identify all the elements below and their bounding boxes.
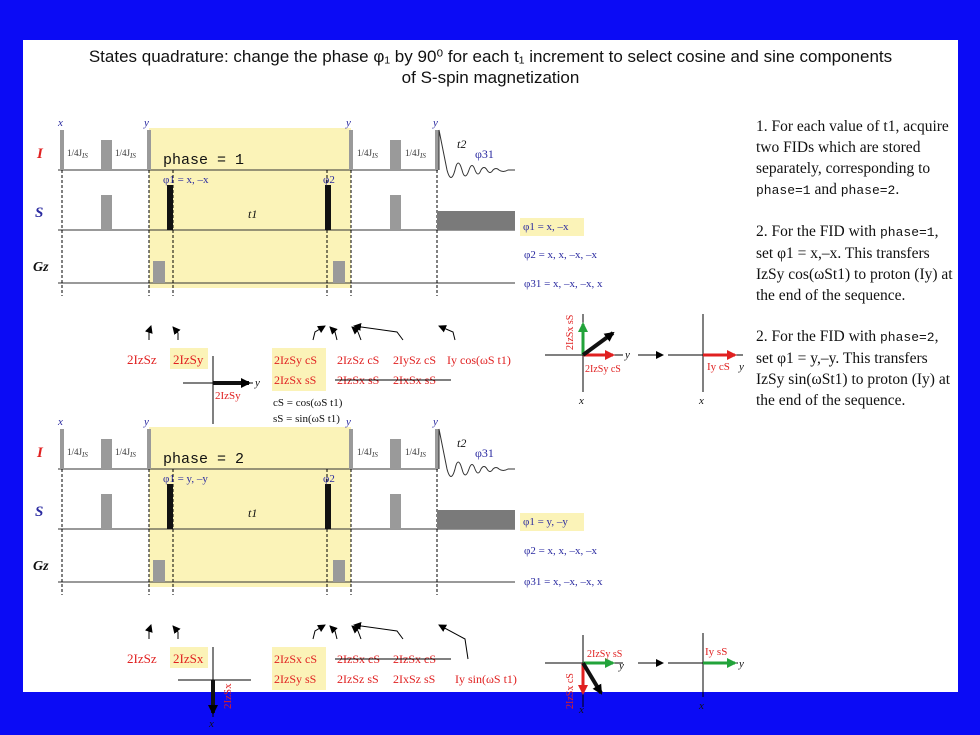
vector-diagram-after: y x Iy sS	[668, 633, 744, 712]
pulse-phase-x: x	[57, 416, 63, 428]
axis-y-label: y	[254, 377, 260, 389]
phase-list-phi2: φ2 = x, x, –x, –x	[524, 249, 598, 261]
vector-label-v2: 2IzSx cS	[565, 673, 576, 709]
delay-label: 1/4JIS	[405, 148, 426, 160]
vector-diagram-mid: y x 2IzSx sS 2IzSy cS	[545, 314, 664, 407]
phase-list-phi31: φ31 = x, –x, –x, x	[524, 278, 603, 290]
channel-I-label: I	[36, 146, 44, 162]
pulse-phase-y: y	[143, 117, 149, 129]
vector-diagram-after: y x Iy cS	[668, 314, 744, 407]
phase-list-phi31: φ31 = x, –x, –x, x	[524, 576, 603, 588]
annotation-n1: 2IzSz cS	[337, 353, 379, 367]
note-2: 2. For the FID with phase=1, set φ1 = x,…	[756, 223, 953, 304]
phase-label: phase = 1	[163, 152, 244, 169]
explanation-notes: 1. For each value of t1, acquire two FID…	[756, 116, 956, 431]
panel-2: I S Gz x y y y 1/4JIS 1/4JIS 1/4JIS 1/4J…	[33, 416, 744, 730]
annotation-h2: 2IzSx sS	[274, 373, 316, 387]
pulse-phase-y: y	[143, 416, 149, 428]
note-3: 2. For the FID with phase=2, set φ1 = y,…	[756, 328, 951, 409]
vector-label-v2: 2IzSy cS	[585, 364, 621, 375]
vector-diagram-mid: y x 2IzSy sS 2IzSx cS	[545, 635, 664, 716]
phi31-label: φ31	[475, 446, 494, 460]
axis-y-label: y	[738, 658, 744, 670]
t2-label: t2	[457, 436, 466, 450]
annotation-2IzSz: 2IzSz	[127, 352, 157, 367]
slide: States quadrature: change the phase φ₁ b…	[23, 40, 958, 730]
axis-x-label: x	[578, 395, 584, 407]
annotation-2IzSy: 2IzSy	[173, 352, 204, 367]
definition-ss: sS = sin(ωS t1)	[273, 413, 340, 425]
vector-label: 2IzSx	[222, 683, 234, 709]
note-1: 1. For each value of t1, acquire two FID…	[756, 118, 949, 198]
slide-title: States quadrature: change the phase φ₁ b…	[23, 46, 958, 88]
t1-label: t1	[248, 506, 257, 520]
pulse-phase-y: y	[432, 416, 438, 428]
pulse-phase-x: x	[57, 117, 63, 129]
title-line-2: of S-spin magnetization	[401, 68, 580, 87]
pulse-phase-y: y	[345, 117, 351, 129]
delay-label: 1/4JIS	[115, 148, 136, 160]
phi2-label: φ2	[323, 174, 335, 186]
annotation-n3: Iy cos(ωS t1)	[447, 353, 511, 367]
delay-label: 1/4JIS	[67, 148, 88, 160]
vector-label-out: Iy sS	[705, 646, 727, 658]
pulse-sequence-diagram: I S Gz x y y y 1/4JIS 1/4JIS 1/4JIS 1/4J…	[33, 117, 744, 730]
pulse-phase-y: y	[432, 117, 438, 129]
phase-list-phi2: φ2 = x, x, –x, –x	[524, 545, 598, 557]
annotation-2IzSz: 2IzSz	[127, 651, 157, 666]
annotation-h1: 2IzSy cS	[274, 353, 317, 367]
channel-Gz-label: Gz	[33, 260, 49, 275]
phase-list-phi1: φ1 = y, –y	[523, 516, 568, 528]
annotation-n3: Iy sin(ωS t1)	[455, 672, 517, 686]
annotation-n2: 2IySz cS	[393, 353, 436, 367]
annotation-n4: 2IzSz sS	[337, 672, 379, 686]
phase-list-phi1: φ1 = x, –x	[523, 221, 569, 233]
channel-S-label: S	[35, 504, 43, 520]
axis-y-label: y	[624, 349, 630, 361]
annotation-h1: 2IzSx cS	[274, 652, 317, 666]
t1-label: t1	[248, 207, 257, 221]
delay-label: 1/4JIS	[67, 447, 88, 459]
panel-1: I S Gz x y y y 1/4JIS 1/4JIS 1/4JIS 1/4J…	[33, 117, 744, 439]
delay-label: 1/4JIS	[357, 148, 378, 160]
definition-cs: cS = cos(ωS t1)	[273, 397, 343, 409]
annotation-h2: 2IzSy sS	[274, 672, 316, 686]
phi31-label: φ31	[475, 147, 494, 161]
phase-label: phase = 2	[163, 451, 244, 468]
delay-label: 1/4JIS	[357, 447, 378, 459]
phi1-label: φ1 = y, –y	[163, 473, 208, 485]
vector-diagram-before: x 2IzSx	[178, 647, 251, 730]
annotation-2IzSx: 2IzSx	[173, 651, 204, 666]
axis-x-label: x	[698, 395, 704, 407]
channel-I-label: I	[36, 445, 44, 461]
delay-label: 1/4JIS	[115, 447, 136, 459]
axis-y-label: y	[738, 361, 744, 373]
phi2-label: φ2	[323, 473, 335, 485]
pulse-phase-y: y	[345, 416, 351, 428]
axis-x-label: x	[698, 700, 704, 712]
vector-label-v1: 2IzSy sS	[587, 649, 622, 660]
title-line-1: States quadrature: change the phase φ₁ b…	[88, 47, 893, 66]
channel-S-label: S	[35, 205, 43, 221]
t2-label: t2	[457, 137, 466, 151]
vector-label-out: Iy cS	[707, 361, 730, 373]
axis-x-label: x	[578, 704, 584, 716]
axis-x-label: x	[208, 718, 214, 730]
vector-label-v1: 2IzSx sS	[565, 315, 576, 350]
delay-label: 1/4JIS	[405, 447, 426, 459]
channel-Gz-label: Gz	[33, 559, 49, 574]
annotation-n5: 2IxSz sS	[393, 672, 435, 686]
axis-y-label: y	[618, 660, 624, 672]
vector-label: 2IzSy	[215, 390, 241, 402]
phi1-label: φ1 = x, –x	[163, 174, 209, 186]
